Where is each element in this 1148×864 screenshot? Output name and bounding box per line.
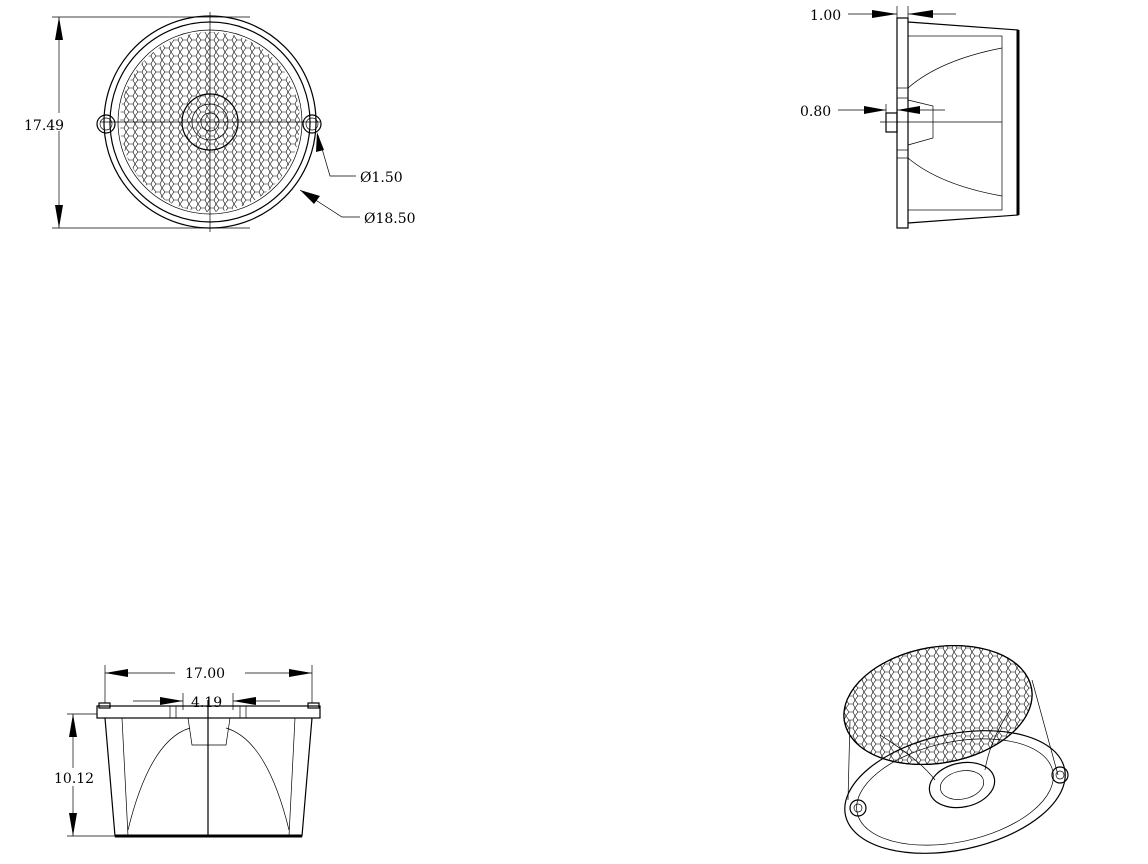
iso-lens-mesh: [838, 640, 1038, 770]
height-dimension: 17.49: [24, 118, 64, 134]
side-view: 1.00 0.80: [800, 6, 1020, 229]
inner-width-dimension: 4.19: [191, 695, 222, 711]
mounting-hole-left: [96, 114, 116, 134]
height-dimension-elevation: 10.12: [54, 771, 94, 787]
flange-thickness-dimension: 1.00: [810, 8, 841, 24]
width-dimension: 17.00: [185, 666, 225, 682]
boss-height-dimension: 0.80: [800, 104, 831, 120]
isometric-view: [838, 640, 1069, 854]
hole-diameter-label: Ø1.50: [360, 170, 403, 186]
mounting-hole-right: [302, 114, 322, 134]
elevation-view: 17.00 4.19 10.12: [52, 665, 321, 838]
outer-diameter-label: Ø18.50: [364, 211, 416, 227]
front-view: 17.49 Ø1.50 Ø18.50: [22, 12, 416, 232]
